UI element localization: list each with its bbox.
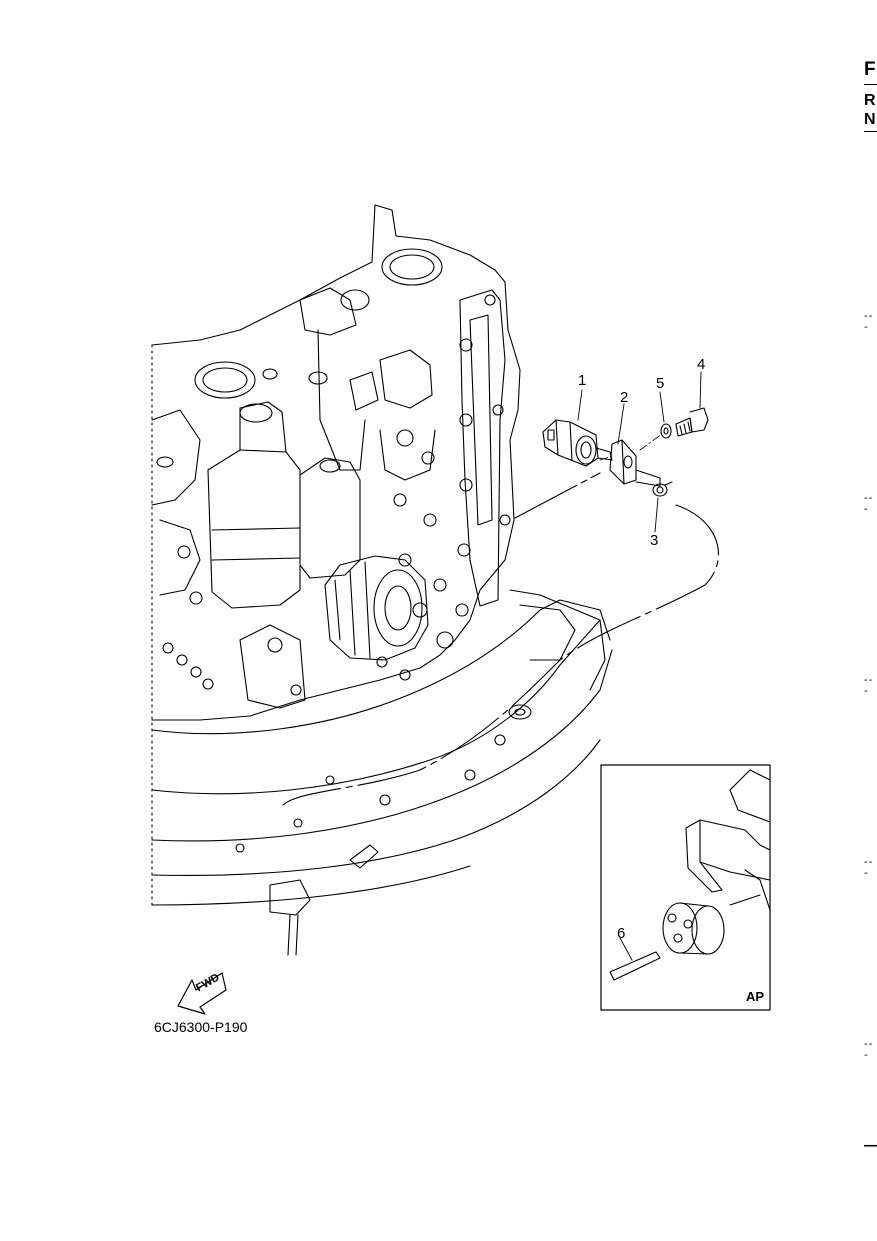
part-1-sensor: [542, 419, 613, 467]
callout-1: 1: [578, 372, 587, 389]
part-2-bracket: [609, 439, 661, 487]
callout-3: 3: [650, 532, 659, 549]
exploded-parts: [542, 371, 709, 533]
inset-detail: [600, 764, 771, 1011]
corner-letter-n: N: [864, 111, 876, 128]
engine-block-illustration: [151, 204, 521, 721]
part-4-bolt: [675, 407, 709, 437]
drawing-code: 6CJ6300-P190: [154, 1019, 248, 1035]
corner-divider: [864, 84, 877, 85]
part-3-clip: [652, 481, 673, 497]
sensor-wiring-lead: [282, 472, 719, 806]
forward-arrow-icon: [177, 972, 227, 1015]
corner-divider: [864, 131, 877, 132]
margin-mark: ---: [864, 856, 874, 879]
inset-tag: AP: [746, 989, 765, 1004]
callout-5: 5: [656, 375, 665, 392]
corner-letter-f: F: [864, 59, 876, 80]
corner-letter-r: R: [864, 92, 876, 109]
margin-mark: ---: [864, 492, 874, 515]
callout-4: 4: [697, 356, 706, 373]
bottom-cowling-illustration: [151, 344, 613, 956]
callout-2: 2: [620, 389, 629, 406]
margin-mark: ---: [864, 674, 874, 697]
margin-end-mark: —: [864, 1136, 877, 1155]
margin-mark: ---: [864, 1038, 874, 1061]
callout-6: 6: [617, 925, 626, 942]
margin-mark: ---: [864, 310, 874, 333]
part-5-washer: [660, 423, 672, 439]
